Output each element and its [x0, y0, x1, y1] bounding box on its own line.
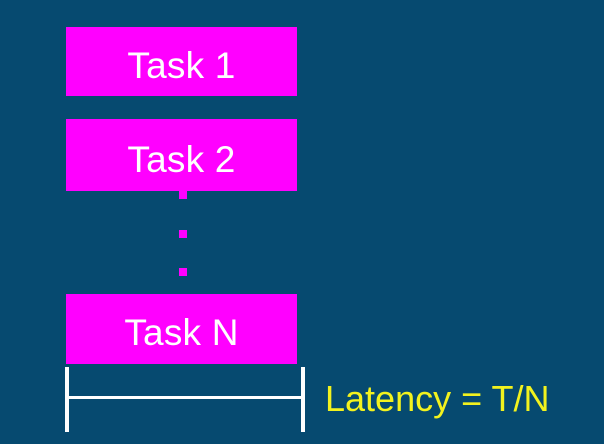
ellipsis-dot-2-icon: [179, 230, 187, 238]
latency-annotation: Latency = T/N: [325, 378, 550, 419]
task-box-2: Task 2: [66, 119, 297, 191]
task-box-n: Task N: [66, 294, 297, 364]
task-box-n-label: Task N: [124, 312, 239, 353]
bracket-span-line: [65, 396, 305, 399]
ellipsis-dot-1-icon: [179, 191, 187, 199]
task-box-2-label: Task 2: [127, 139, 236, 180]
ellipsis-dot-3-icon: [179, 268, 187, 276]
task-box-1: Task 1: [66, 27, 297, 96]
bracket-left-tick: [65, 367, 69, 432]
bracket-right-tick: [301, 367, 305, 432]
task-box-1-label: Task 1: [127, 45, 236, 86]
